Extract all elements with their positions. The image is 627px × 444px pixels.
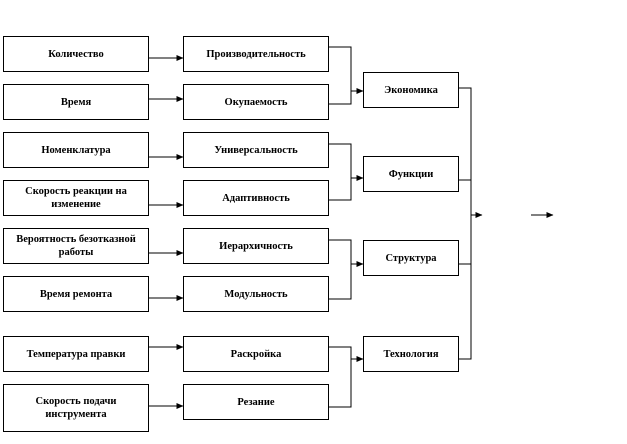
input-box-time: Время (3, 84, 149, 120)
criterion-label: Раскройка (230, 348, 282, 360)
criterion-bracket-3 (329, 346, 352, 408)
input-box-quantity: Количество (3, 36, 149, 72)
input-label: Вероятность безотказной работы (16, 234, 136, 258)
criterion-label: Производительность (206, 48, 306, 60)
criterion-box-payback: Окупаемость (183, 84, 329, 120)
criterion-label: Иерархичность (219, 240, 293, 252)
input-box-nomenclature: Номенклатура (3, 132, 149, 168)
input-label: Время ремонта (39, 288, 113, 300)
input-label: Количество (48, 48, 104, 60)
input-box-feed-speed: Скорость подачи инструмента (3, 384, 149, 432)
group-box-economy: Экономика (363, 72, 459, 108)
criterion-box-cutting-layout: Раскройка (183, 336, 329, 372)
criterion-label: Резание (237, 396, 275, 408)
group-label: Технология (383, 348, 439, 360)
input-label: Температура правки (26, 348, 126, 360)
criterion-label: Адаптивность (222, 192, 290, 204)
criterion-bracket-0 (329, 46, 352, 105)
input-box-temperature: Температура правки (3, 336, 149, 372)
group-label: Функции (388, 168, 434, 180)
criterion-label: Модульность (224, 288, 288, 300)
group-label: Структура (385, 252, 437, 264)
criterion-label: Окупаемость (224, 96, 288, 108)
criterion-box-modularity: Модульность (183, 276, 329, 312)
input-label: Номенклатура (41, 144, 111, 156)
group-label: Экономика (384, 84, 438, 96)
criterion-box-hierarchy: Иерархичность (183, 228, 329, 264)
input-box-repair-time: Время ремонта (3, 276, 149, 312)
group-box-technology: Технология (363, 336, 459, 372)
criterion-box-machining: Резание (183, 384, 329, 420)
input-box-reliability: Вероятность безотказной работы (3, 228, 149, 264)
input-label: Скорость подачи инструмента (35, 396, 117, 420)
group-bracket (459, 87, 472, 360)
criterion-box-productivity: Производительность (183, 36, 329, 72)
criterion-bracket-1 (329, 143, 352, 201)
group-box-functions: Функции (363, 156, 459, 192)
criterion-label: Универсальность (214, 144, 298, 156)
group-box-structure: Структура (363, 240, 459, 276)
input-label: Время (60, 96, 92, 108)
criterion-bracket-2 (329, 239, 352, 300)
criterion-box-adaptivity: Адаптивность (183, 180, 329, 216)
input-box-reaction-speed: Скорость реакции на изменение (3, 180, 149, 216)
criterion-box-universality: Универсальность (183, 132, 329, 168)
input-label: Скорость реакции на изменение (25, 186, 127, 210)
